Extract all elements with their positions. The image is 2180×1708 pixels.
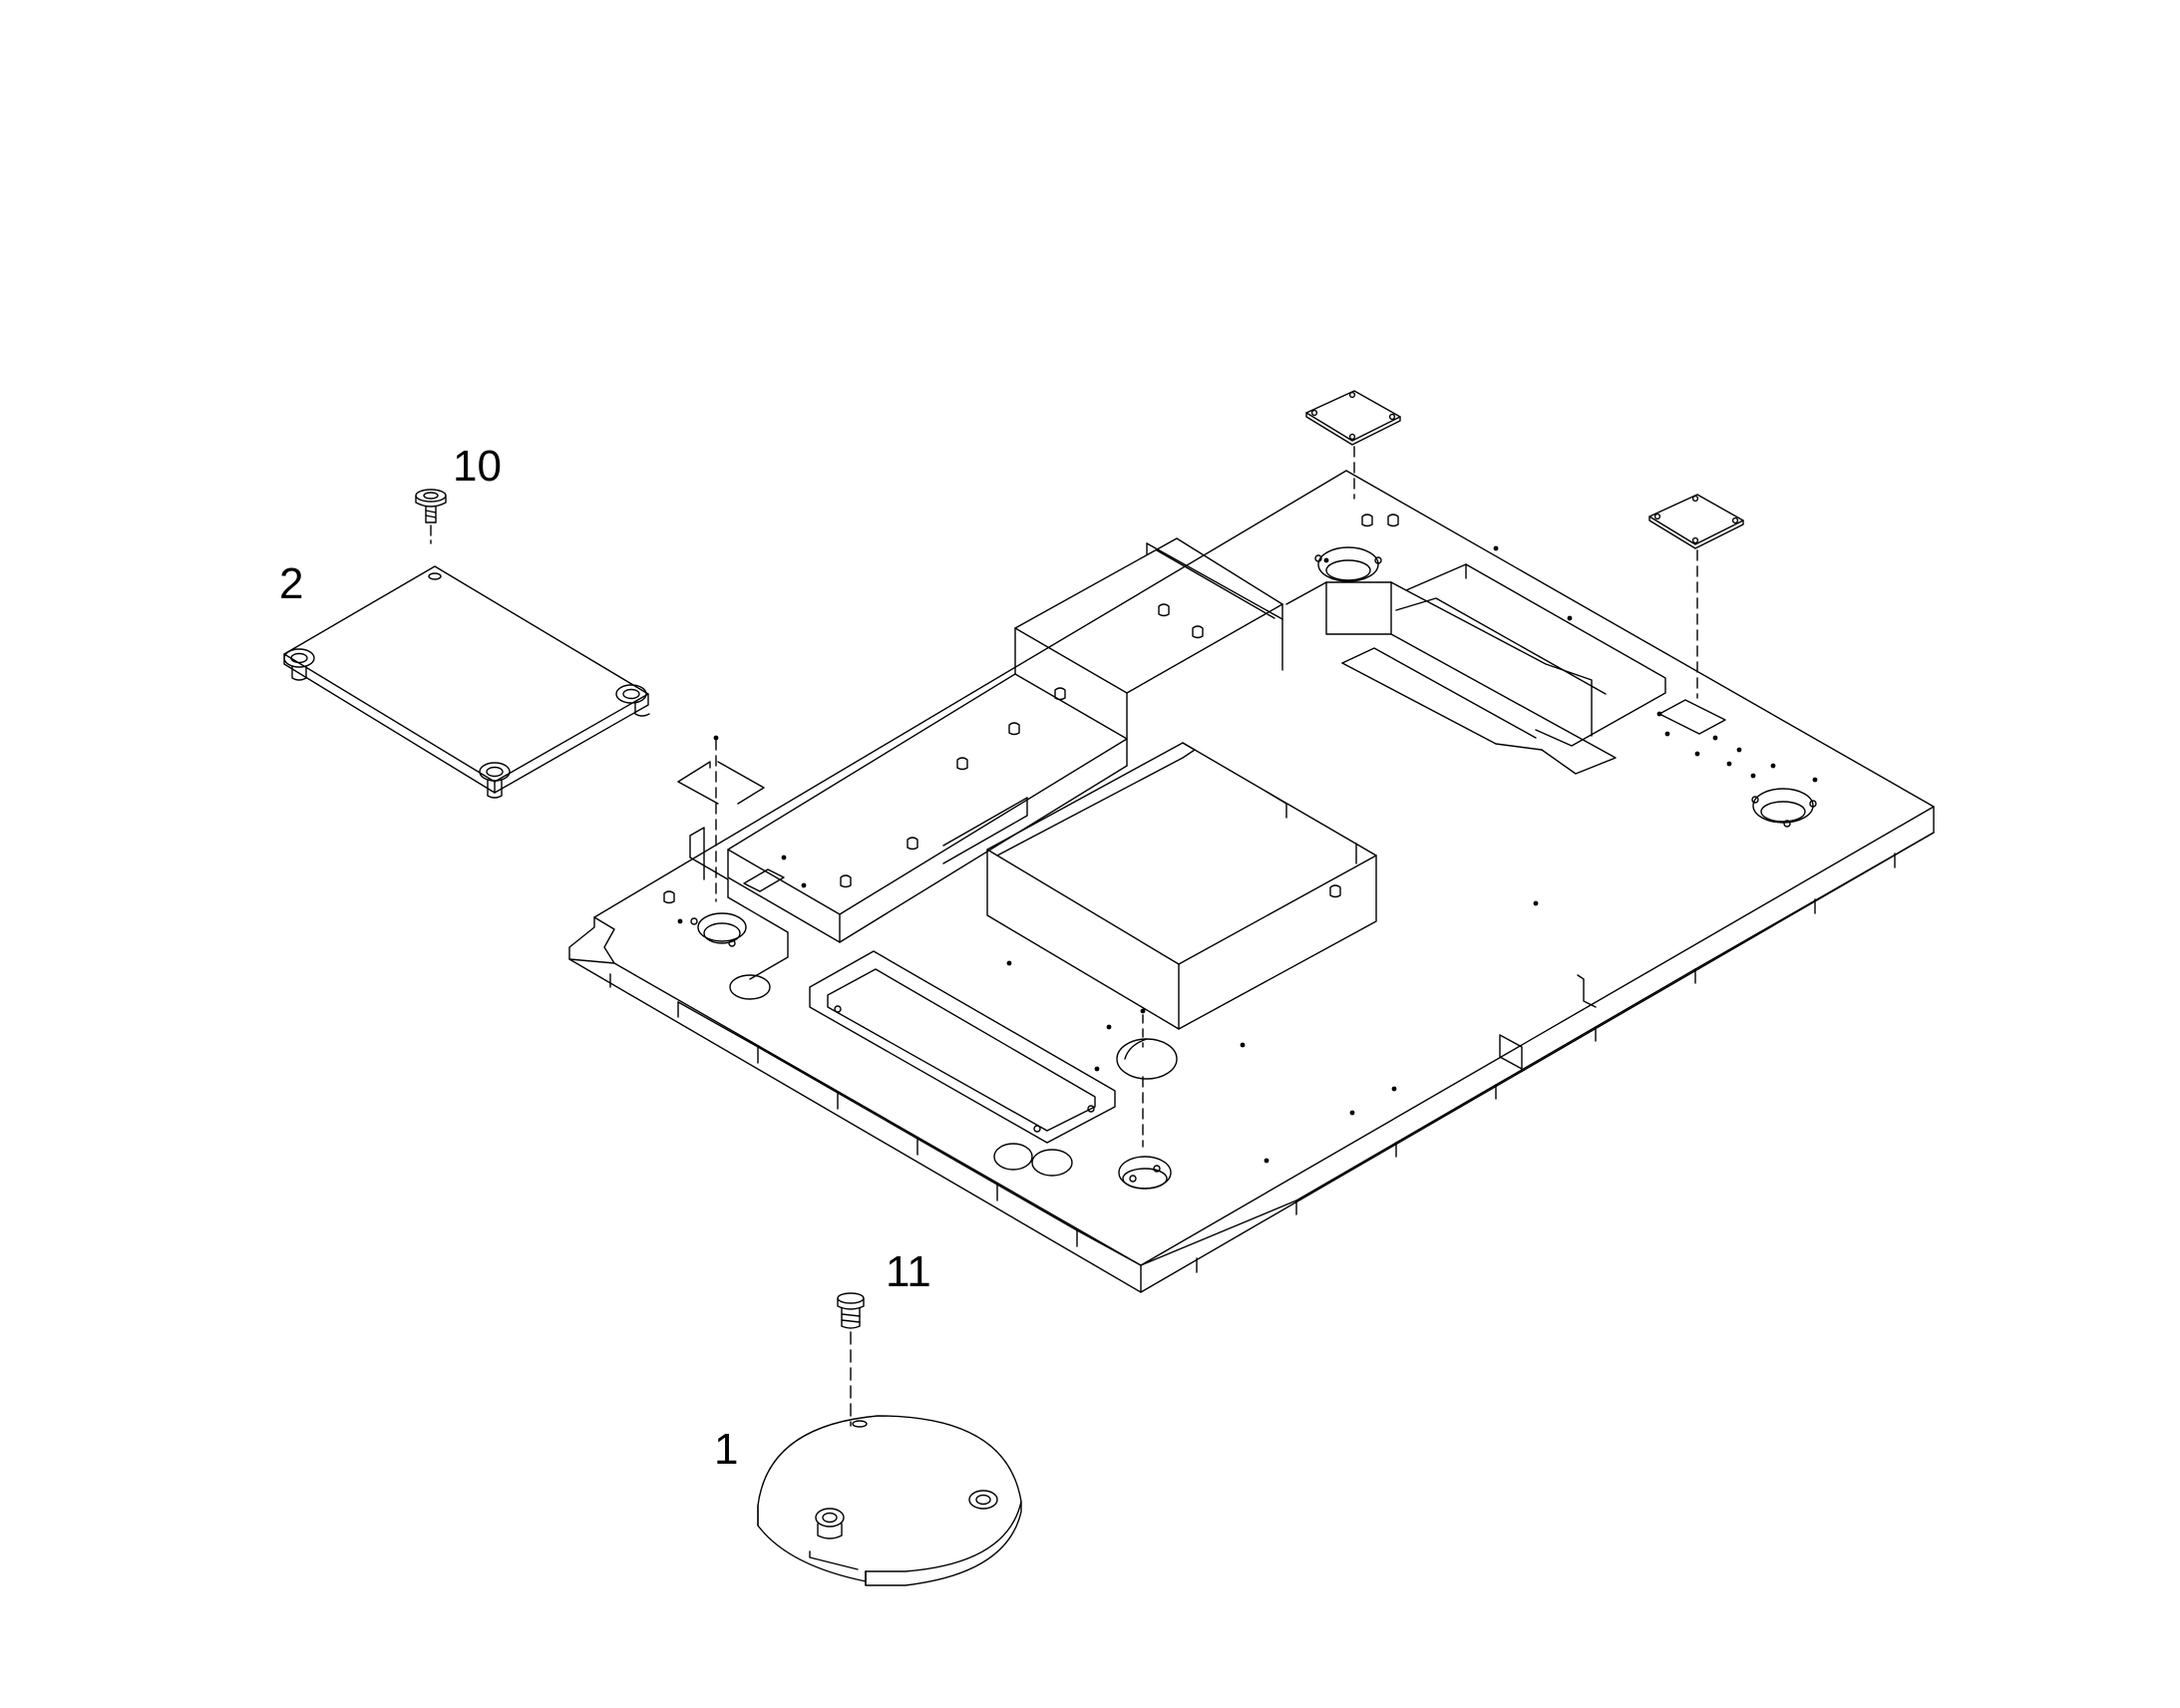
callout-1: 1 [714,1425,738,1474]
center-box [987,743,1376,1029]
frame-skirt-ribs [610,833,1934,1272]
round-cover-part-1 [758,1416,1021,1585]
square-cover-right [1649,495,1743,698]
callout-11: 11 [886,1247,931,1296]
rear-duct [1286,564,1665,774]
square-cover-rear [1306,391,1400,499]
frame-holes [691,547,1816,1189]
cover-plate-part-2 [284,566,649,798]
plate-bosses [284,649,649,798]
screw-part-11 [838,1293,864,1426]
gasket-frame [810,951,1115,1143]
rear-channel [728,538,1282,942]
left-bracket [690,828,788,979]
channel-studs [841,604,1203,887]
callout-2: 2 [279,559,303,608]
callout-10: 10 [453,442,502,491]
floor-frame-assembly [569,471,1934,1292]
frame-dots [677,545,1818,1164]
screw-part-10 [416,490,446,543]
square-cover-left-dashed [678,735,764,901]
